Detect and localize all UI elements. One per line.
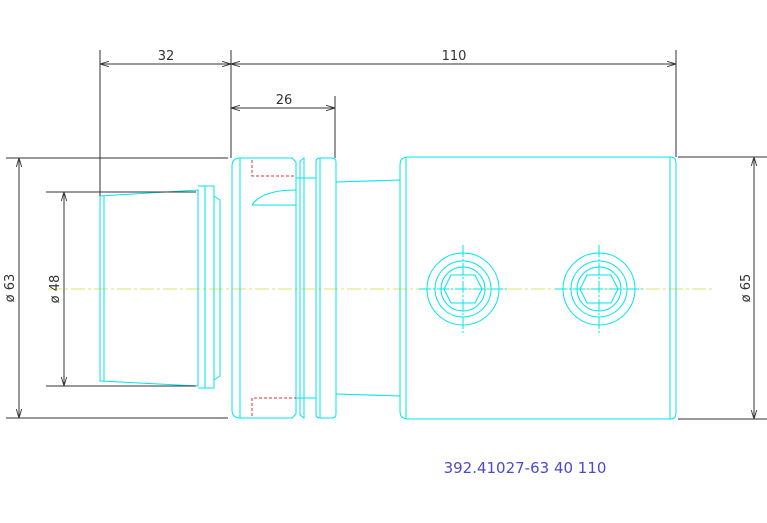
part-outline xyxy=(99,156,677,420)
dimension-32: 32 xyxy=(158,49,175,64)
dimension-dia-65: ø 65 xyxy=(739,274,754,303)
flange xyxy=(231,157,337,419)
part-number: 392.41027-63 40 110 xyxy=(444,459,607,477)
hidden-lines xyxy=(251,160,296,416)
hex-socket-screw-icon xyxy=(555,245,643,333)
hex-socket-screw-icon xyxy=(419,245,507,333)
dimension-dia-48: ø 48 xyxy=(48,275,63,304)
dimension-lines xyxy=(6,50,767,420)
neck xyxy=(335,179,401,397)
shank xyxy=(99,185,221,389)
dimension-110: 110 xyxy=(442,49,467,64)
dimension-dia-63: ø 63 xyxy=(3,274,18,303)
body xyxy=(399,156,677,420)
dimension-26: 26 xyxy=(276,93,293,108)
